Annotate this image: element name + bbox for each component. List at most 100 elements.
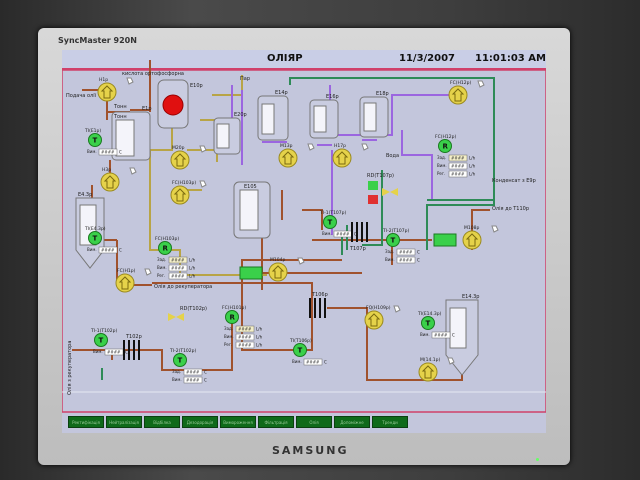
value-text: #### — [186, 370, 200, 375]
value-field[interactable] — [396, 256, 416, 264]
field-label: Зад. — [157, 257, 166, 262]
pump-arrow-icon — [271, 265, 285, 279]
sensor-t[interactable]: TTI(T106p)Вим.####C — [289, 338, 327, 366]
sensor-t[interactable]: TTI-1(T107p)Вим.####C — [319, 210, 357, 238]
time-display: 11:01:03 AM — [475, 53, 546, 64]
valve-close-button[interactable] — [368, 195, 378, 204]
valve-open-button[interactable] — [368, 181, 378, 190]
sensor-type-glyph: R — [230, 314, 236, 322]
unit-label: L/h — [189, 258, 196, 263]
sensor-label: FC(H103p) — [155, 236, 179, 242]
pump-arrow-icon — [367, 313, 381, 327]
footer-button[interactable]: Тренди — [372, 416, 408, 428]
exchanger-label: Т102р — [125, 334, 142, 340]
value-field[interactable] — [183, 368, 203, 376]
tank-label: Е105 — [244, 184, 257, 190]
value-text: #### — [171, 274, 185, 279]
value-text: #### — [101, 248, 115, 253]
pump-label: FQ(Н109р) — [366, 305, 391, 311]
field-label: Зад. — [437, 155, 446, 160]
footer-button[interactable]: Дезодорація — [182, 416, 218, 428]
value-field[interactable] — [235, 325, 255, 333]
pump[interactable]: Н3р — [100, 167, 137, 192]
value-field[interactable] — [235, 341, 255, 349]
pump[interactable]: FC(Н1р) — [115, 268, 152, 293]
value-field[interactable] — [168, 256, 188, 264]
value-field[interactable] — [303, 358, 323, 366]
value-text: #### — [399, 258, 413, 263]
sensor-t[interactable]: TTI-1(T102p)Вим.####C — [90, 328, 128, 356]
value-field[interactable] — [235, 333, 255, 341]
value-field[interactable] — [431, 331, 451, 339]
pump-label: Н1р — [99, 77, 108, 83]
pump[interactable]: М(14.1р) — [418, 357, 455, 382]
pump[interactable]: М13р — [278, 143, 315, 168]
pump[interactable]: М108р — [462, 225, 499, 250]
valve-label: RD(T102p) — [180, 306, 207, 312]
tank-label: Е14р — [275, 90, 288, 96]
exchanger-label: Т107р — [349, 246, 366, 252]
field-label: Рег. — [157, 273, 165, 278]
valve-icon — [382, 188, 398, 196]
pump-arrow-icon — [465, 233, 479, 247]
annotation-oil-feed: Подача олії — [66, 93, 97, 99]
footer-button[interactable]: Ректифікація — [68, 416, 104, 428]
annotation-condensate: Конденсат з Е9р — [492, 178, 536, 184]
footer-button[interactable]: Олія — [296, 416, 332, 428]
value-field[interactable] — [396, 248, 416, 256]
pump[interactable]: FC(Н12р) — [448, 80, 485, 105]
value-field[interactable] — [183, 376, 203, 384]
sensor-t[interactable]: TTI(E14.3p)Вим.####C — [417, 311, 455, 339]
pump[interactable]: М20р — [170, 145, 207, 170]
pump[interactable]: М104р — [268, 257, 305, 282]
field-label: Зад. — [224, 326, 233, 331]
value-text: #### — [399, 250, 413, 255]
process-diagram: Е1р Е10р Е20р Е14р Е16р Е18р Е105 Е4.3р … — [62, 60, 546, 413]
tank-label: Е16р — [326, 94, 339, 100]
footer-button[interactable]: Відбілка — [144, 416, 180, 428]
tank-e10p — [157, 79, 189, 129]
unit-label: L/h — [469, 156, 476, 161]
value-field[interactable] — [98, 148, 118, 156]
sensor-type-glyph: T — [426, 320, 431, 328]
pump[interactable]: Н1р — [97, 77, 134, 102]
pipe-purple — [241, 90, 377, 165]
pipe-green — [289, 77, 495, 250]
unit-label: C — [324, 360, 327, 365]
footer-button[interactable]: Допоміжне — [334, 416, 370, 428]
sensor-t[interactable]: TTI(E4.3p)Вим.####C — [84, 226, 122, 254]
annotation-oil-from-recup: Олія з рекуператора — [67, 341, 73, 395]
hand-cursor-icon — [297, 257, 305, 265]
tank-label: Е18р — [376, 91, 389, 97]
footer-button[interactable]: Нейтралізація — [106, 416, 142, 428]
value-field[interactable] — [448, 170, 468, 178]
field-label: Вим. — [437, 163, 447, 168]
pump-label: М108р — [464, 225, 479, 231]
pump[interactable]: FC(Н103р) — [170, 180, 207, 205]
sensor-t[interactable]: TTI(E1p)Вим.####C — [84, 128, 122, 156]
value-text: #### — [451, 156, 465, 161]
unit-label: C — [204, 370, 207, 375]
pump[interactable]: Н17р — [332, 143, 369, 168]
value-field[interactable] — [448, 154, 468, 162]
footer-button[interactable]: Вимороження — [220, 416, 256, 428]
sensor-type-glyph: T — [99, 337, 104, 345]
pump-label: М13р — [280, 143, 293, 149]
value-field[interactable] — [98, 246, 118, 254]
value-field[interactable] — [168, 264, 188, 272]
pump[interactable]: FQ(Н109р) — [364, 305, 401, 330]
footer-button[interactable]: Фільтрація — [258, 416, 294, 428]
sensor-r[interactable]: RFC(H12p)Зад.####L/hВим.####L/hРег.####L… — [435, 134, 476, 178]
value-field[interactable] — [168, 272, 188, 280]
hand-cursor-icon — [491, 225, 499, 233]
sensor-label: TI(E4.3p) — [84, 226, 106, 232]
value-text: #### — [238, 343, 252, 348]
field-label: Рег. — [437, 171, 445, 176]
sensor-r[interactable]: RFC(H103p)Зад.####L/hВим.####L/hРег.####… — [155, 236, 196, 280]
value-field[interactable] — [448, 162, 468, 170]
sensor-r[interactable]: RFC(H101p)Зад.####L/hВим.####L/hРег.####… — [222, 305, 263, 349]
heat-exchangers — [123, 222, 368, 360]
heat-exchanger-t102p — [123, 340, 140, 360]
